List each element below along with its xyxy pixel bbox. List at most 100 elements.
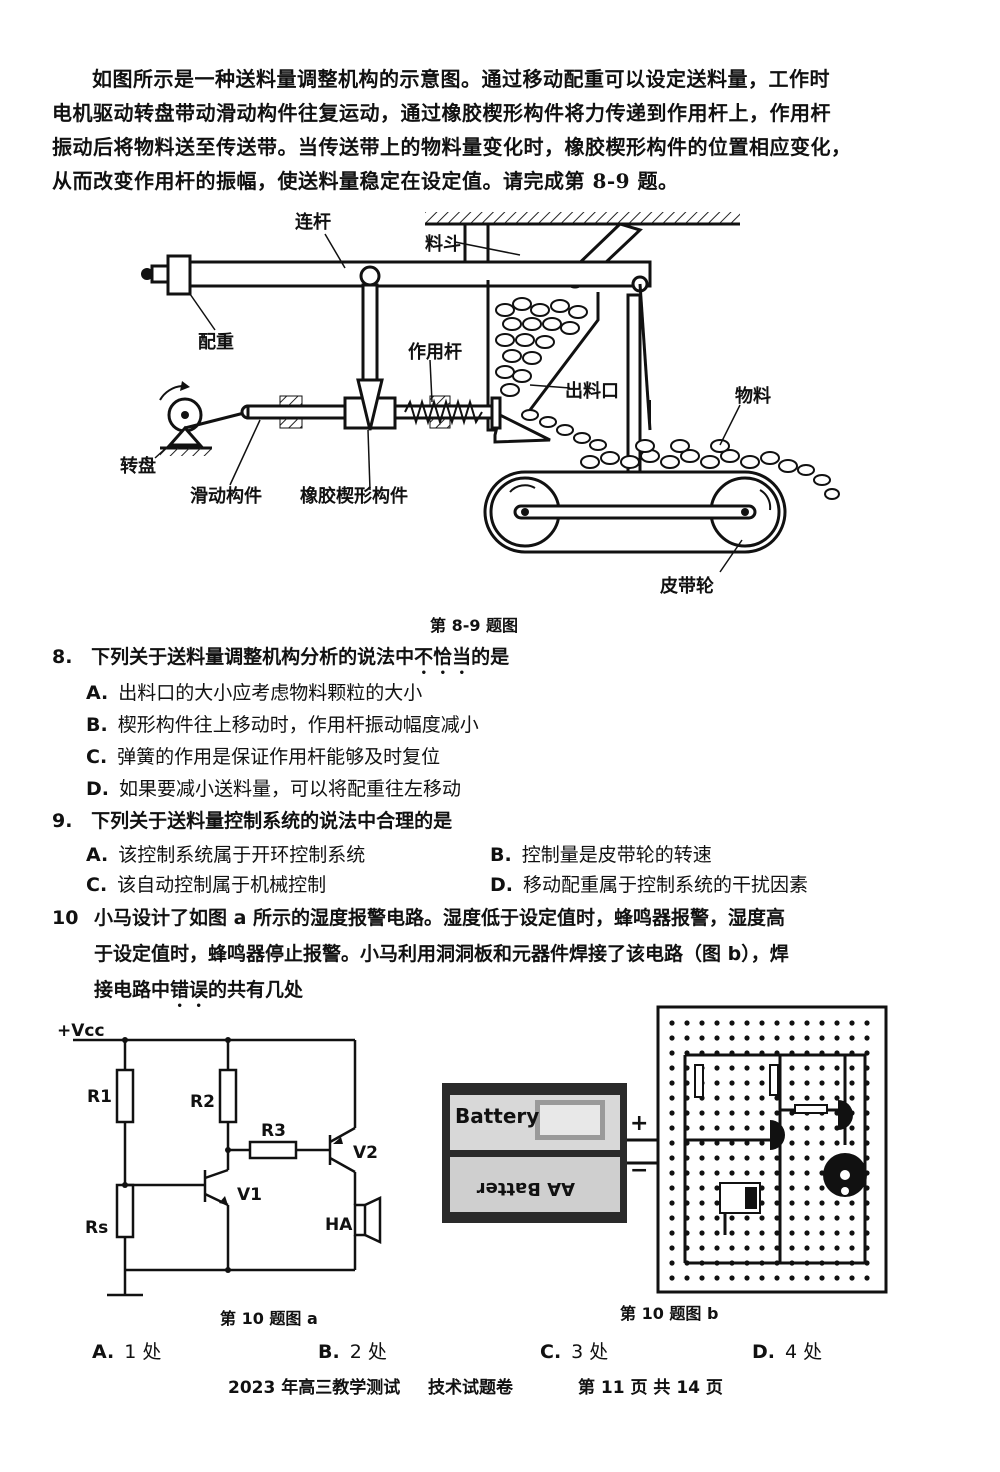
perfboard-hole — [699, 1185, 705, 1191]
perfboard-hole — [804, 1020, 810, 1026]
option-letter: C. — [86, 874, 108, 896]
perfboard-hole — [759, 1215, 765, 1221]
perfboard-hole — [834, 1245, 840, 1251]
perfboard-hole — [789, 1185, 795, 1191]
label-v2: V2 — [353, 1143, 378, 1163]
option-letter: C. — [540, 1341, 562, 1363]
perfboard-hole — [774, 1200, 780, 1206]
label-action-rod: 作用杆 — [408, 341, 462, 363]
perfboard-hole — [849, 1200, 855, 1206]
label-sliding-member: 滑动构件 — [190, 485, 262, 507]
perfboard-hole — [744, 1275, 750, 1281]
perfboard-hole — [669, 1110, 675, 1116]
perfboard-hole — [774, 1230, 780, 1236]
perfboard-hole — [834, 1065, 840, 1071]
perfboard-hole — [759, 1170, 765, 1176]
option-letter: A. — [86, 682, 109, 704]
label-belt-pulley: 皮带轮 — [660, 575, 714, 597]
perfboard-hole — [699, 1170, 705, 1176]
q8-option-c: C.弹簧的作用是保证作用杆能够及时复位 — [86, 742, 440, 769]
perfboard-hole — [714, 1215, 720, 1221]
label-connecting-rod: 连杆 — [295, 211, 331, 233]
question-8-emphasis: 不恰当 — [414, 646, 472, 668]
perfboard-hole — [699, 1035, 705, 1041]
perfboard-hole — [669, 1170, 675, 1176]
perfboard-hole — [819, 1215, 825, 1221]
perfboard-hole — [834, 1035, 840, 1041]
perfboard-hole — [834, 1230, 840, 1236]
perfboard-hole — [774, 1215, 780, 1221]
perfboard-hole — [804, 1200, 810, 1206]
perfboard-hole — [669, 1215, 675, 1221]
hopper-material — [495, 297, 588, 397]
perfboard-hole — [774, 1020, 780, 1026]
perfboard-hole — [759, 1020, 765, 1026]
perfboard-hole — [789, 1230, 795, 1236]
perfboard-hole — [819, 1035, 825, 1041]
rubber-wedge — [356, 378, 384, 431]
circuit-schematic-figure: +Vcc R1 R2 R3 Rs V1 V2 HA — [55, 1020, 405, 1300]
perfboard-hole — [669, 1155, 675, 1161]
intro-paragraph: 如图所示是一种送料量调整机构的示意图。通过移动配重可以设定送料量，工作时 电机驱… — [52, 62, 932, 198]
perfboard-hole — [789, 1095, 795, 1101]
perfboard-hole — [744, 1065, 750, 1071]
perfboard-hole — [714, 1080, 720, 1086]
option-text: 移动配重属于控制系统的干扰因素 — [523, 874, 809, 896]
perfboard-hole — [729, 1125, 735, 1131]
perfboard-hole — [714, 1170, 720, 1176]
perfboard-hole — [759, 1035, 765, 1041]
perfboard-hole — [699, 1275, 705, 1281]
perfboard-hole — [804, 1245, 810, 1251]
perfboard-hole — [744, 1170, 750, 1176]
battery-bottom-label: AA Batter — [477, 1178, 575, 1199]
perfboard-hole — [714, 1200, 720, 1206]
question-8-text-b: 的是 — [471, 646, 510, 668]
label-vcc: +Vcc — [57, 1021, 105, 1041]
perfboard-hole — [699, 1155, 705, 1161]
q9-option-d: D.移动配重属于控制系统的干扰因素 — [490, 870, 808, 897]
label-rubber-wedge: 橡胶楔形构件 — [300, 485, 408, 507]
option-text: 楔形构件往上移动时，作用杆振动幅度减小 — [117, 714, 479, 736]
perfboard-hole — [699, 1110, 705, 1116]
perfboard-hole — [699, 1125, 705, 1131]
question-9-stem: 9. 下列关于送料量控制系统的说法中合理的是 — [52, 806, 452, 833]
footer-subject: 技术试题卷 — [428, 1378, 513, 1398]
perfboard-hole — [669, 1200, 675, 1206]
intro-line: 振动后将物料送至传送带。当传送带上的物料量变化时，橡胶楔形构件的位置相应变化， — [52, 135, 852, 159]
figure-10a-caption: 第 10 题图 a — [220, 1309, 318, 1328]
perfboard-hole — [759, 1155, 765, 1161]
option-text: 控制量是皮带轮的转速 — [521, 844, 712, 866]
q9-option-c: C.该自动控制属于机械控制 — [86, 870, 326, 897]
perfboard-hole — [789, 1200, 795, 1206]
perfboard-hole — [714, 1275, 720, 1281]
perfboard-hole — [834, 1200, 840, 1206]
counterweight — [166, 254, 192, 296]
perfboard-hole — [849, 1245, 855, 1251]
perfboard-hole — [834, 1095, 840, 1101]
perfboard-hole — [669, 1245, 675, 1251]
perfboard-hole — [864, 1050, 870, 1056]
label-outlet: 出料口 — [565, 380, 619, 402]
ramp-material — [521, 409, 607, 451]
perfboard-hole — [714, 1035, 720, 1041]
perfboard-hole — [699, 1230, 705, 1236]
perfboard-hole — [714, 1230, 720, 1236]
transistor — [770, 1120, 785, 1150]
perfboard-hole — [714, 1065, 720, 1071]
perfboard-hole — [804, 1080, 810, 1086]
perfboard-hole — [819, 1155, 825, 1161]
feeder-mechanism-figure: 连杆 料斗 配重 作用杆 出料口 物料 转盘 滑动构件 橡胶楔形构件 皮带轮 — [120, 200, 880, 605]
q10-option-a: A.1 处 — [92, 1337, 161, 1364]
label-v1: V1 — [237, 1185, 262, 1205]
perfboard-hole — [834, 1080, 840, 1086]
perfboard-hole — [819, 1185, 825, 1191]
perfboard-hole — [774, 1185, 780, 1191]
question-10-line: 接电路中错误的共有几处 — [52, 972, 912, 1012]
perfboard-hole — [849, 1065, 855, 1071]
option-text: 该控制系统属于开环控制系统 — [118, 844, 366, 866]
q8-option-b: B.楔形构件往上移动时，作用杆振动幅度减小 — [86, 710, 479, 737]
perfboard-hole — [774, 1110, 780, 1116]
perfboard-hole — [819, 1065, 825, 1071]
q9-option-a: A.该控制系统属于开环控制系统 — [86, 840, 365, 867]
